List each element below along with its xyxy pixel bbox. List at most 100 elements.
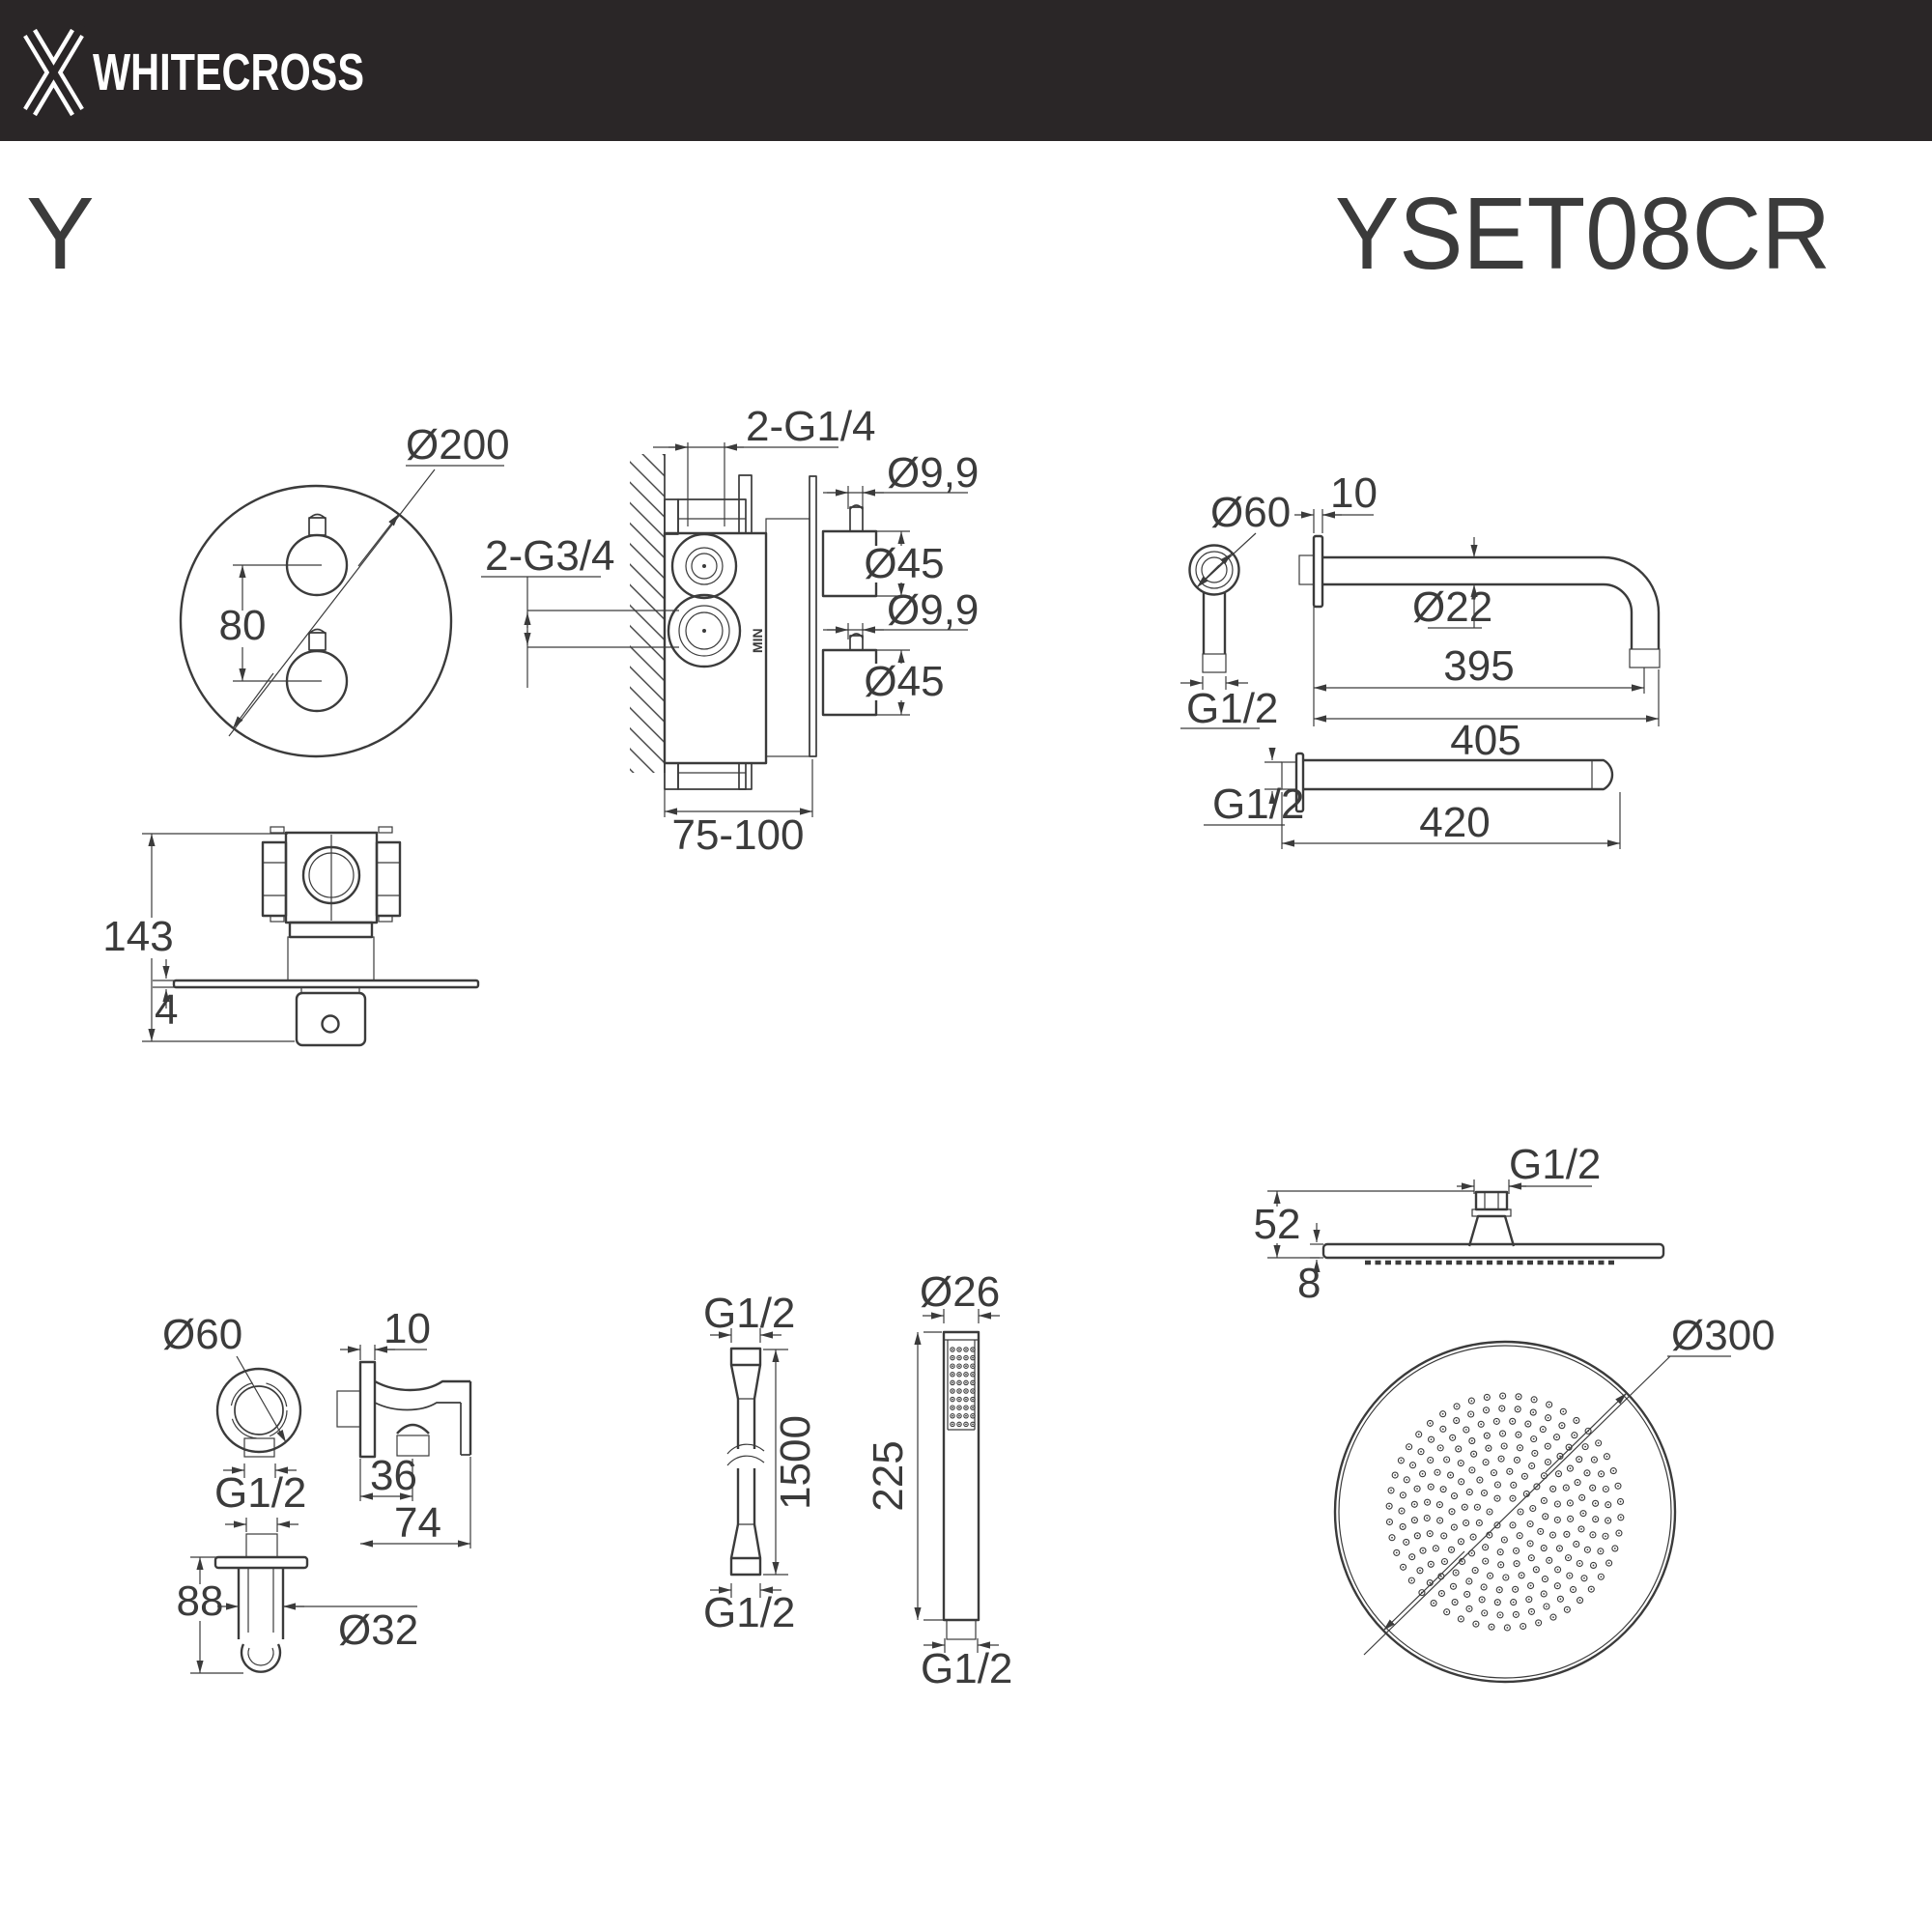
- head-face-nozzles-circle: [1430, 1600, 1437, 1607]
- head-face-nozzles-circle: [1468, 1437, 1476, 1445]
- dim-handshower-thread: G1/2: [921, 1645, 1012, 1692]
- head-face-nozzles-circle: [1529, 1522, 1532, 1525]
- valve-front-view-rect: [288, 921, 374, 939]
- head-face-nozzles-circle: [1495, 1586, 1503, 1594]
- head-face-nozzles-circle: [1463, 1519, 1470, 1527]
- head-face-nozzles-circle: [1480, 1489, 1489, 1497]
- dim-outlet-flange-dia: Ø60: [162, 1311, 242, 1358]
- head-face-nozzles-circle: [1554, 1470, 1563, 1478]
- head-face-nozzles-circle: [1443, 1456, 1451, 1463]
- head-face-nozzles-circle: [1451, 1510, 1453, 1513]
- head-face-nozzles-circle: [1577, 1458, 1580, 1461]
- head-face-nozzles-circle: [1615, 1529, 1623, 1537]
- head-face-nozzles-circle: [1513, 1456, 1520, 1463]
- head-face-nozzles-circle: [1600, 1576, 1603, 1578]
- head-face-nozzles-circle: [1549, 1485, 1557, 1492]
- valve-side-view-circle: [685, 611, 724, 650]
- head-face-nozzles-circle: [1576, 1456, 1583, 1463]
- head-face-nozzles-circle: [1486, 1435, 1489, 1437]
- head-face-nozzles-circle: [1543, 1603, 1550, 1610]
- head-face-nozzles-circle: [1439, 1446, 1442, 1449]
- valve-side-view-rect: [677, 762, 747, 790]
- valve-front-view-rect: [261, 840, 288, 918]
- head-face-nozzles-circle: [1554, 1566, 1562, 1574]
- handshower-nozzles-circle: [963, 1405, 969, 1410]
- head-face-nozzles-circle: [1486, 1396, 1489, 1399]
- head-face-nozzles-circle: [1439, 1410, 1447, 1418]
- head-face-nozzles-circle: [1592, 1499, 1600, 1507]
- dim-head-diameter: Ø300: [1671, 1312, 1776, 1359]
- header-banner: WHITECROSS: [0, 0, 1932, 141]
- head-face-nozzles-circle: [1589, 1561, 1598, 1570]
- head-face-nozzles-circle: [1561, 1424, 1563, 1427]
- head-face-nozzles-circle: [1499, 1392, 1507, 1400]
- outlet-side-plate: [358, 1360, 377, 1459]
- dim-plate-thickness: 4: [155, 986, 178, 1034]
- wall-outlet-rect: [336, 1390, 361, 1428]
- head-face-nozzles-circle: [1540, 1545, 1548, 1552]
- head-face-nozzles-circle: [1526, 1423, 1529, 1425]
- head-face-nozzles-circle: [1512, 1601, 1515, 1604]
- head-face-nozzles-circle: [1540, 1590, 1548, 1598]
- head-face-nozzles-circle: [1482, 1459, 1490, 1466]
- head-face-view-line: [1382, 1550, 1465, 1632]
- head-face-nozzles-circle: [1455, 1419, 1458, 1422]
- dim-head-thread: G1/2: [1509, 1141, 1601, 1188]
- valve-side-view-circle: [685, 547, 724, 585]
- head-face-nozzles-circle: [1449, 1582, 1458, 1590]
- head-face-nozzles-circle: [1472, 1453, 1475, 1456]
- wall-plate-edge: [172, 979, 480, 989]
- head-face-nozzles-circle: [1440, 1557, 1449, 1566]
- head-face-nozzles-circle: [1498, 1405, 1506, 1412]
- head-outline: [1333, 1340, 1677, 1684]
- handshower-nozzles-circle: [952, 1398, 953, 1401]
- head-face-nozzles-circle: [1449, 1474, 1452, 1476]
- model-title: YSET08CR: [1335, 177, 1831, 291]
- head-face-nozzles-circle: [1529, 1584, 1532, 1587]
- handshower-nozzles-circle: [972, 1373, 974, 1376]
- head-face-nozzles-circle: [1575, 1543, 1577, 1546]
- head-face-nozzles-circle: [1597, 1548, 1605, 1555]
- handshower-nozzles-circle: [950, 1421, 955, 1428]
- head-face-nozzles-circle: [1527, 1607, 1536, 1615]
- hose-nut-bottom: [729, 1556, 762, 1577]
- handshower-nozzles-circle: [970, 1388, 976, 1394]
- handshower: Ø26 G1/2 225: [865, 1268, 1012, 1692]
- head-face-nozzles-circle: [1413, 1532, 1421, 1540]
- head-face-nozzles-circle: [1523, 1475, 1526, 1478]
- head-face-nozzles-circle: [1556, 1519, 1559, 1521]
- head-face-nozzles-circle: [1535, 1619, 1543, 1627]
- head-face-nozzles-circle: [1532, 1566, 1540, 1574]
- head-face-nozzles-circle: [1483, 1611, 1486, 1614]
- dim-outlet-offset: 36: [370, 1452, 417, 1499]
- head-face-nozzles-circle: [1566, 1464, 1574, 1472]
- wall-outlet-rect: [178, 1584, 222, 1621]
- head-face-nozzles: [1385, 1392, 1625, 1632]
- upper-knob-stem: [308, 517, 327, 536]
- knurled-sleeve: [765, 518, 810, 757]
- head-face-nozzles-circle: [1413, 1503, 1416, 1506]
- head-face-nozzles-circle: [1510, 1481, 1518, 1489]
- dim-depth-range: 75-100: [671, 811, 804, 859]
- head-face-nozzles-circle: [1576, 1559, 1583, 1568]
- head-face-nozzles-circle: [1410, 1579, 1413, 1582]
- head-face-nozzles-circle: [1578, 1562, 1581, 1565]
- head-face-nozzles-circle: [1530, 1435, 1538, 1443]
- head-face-nozzles-circle: [1475, 1623, 1477, 1626]
- head-face-nozzles-circle: [1543, 1499, 1546, 1502]
- handshower-nozzles-circle: [952, 1406, 953, 1409]
- handshower-nozzles-circle: [972, 1406, 974, 1409]
- whitecross-x-icon: [21, 23, 86, 122]
- head-face-nozzles-circle: [1569, 1585, 1577, 1594]
- head-face-nozzles-circle: [1572, 1588, 1575, 1591]
- dim-trim-dia-top: Ø45: [864, 540, 944, 587]
- handshower-nozzles-circle: [965, 1398, 967, 1401]
- head-face-nozzles-circle: [1410, 1555, 1413, 1558]
- hose-nut-top: [729, 1347, 762, 1367]
- dim-outlet-plate-thickness: 10: [384, 1305, 431, 1352]
- head-face-nozzles-circle: [1442, 1488, 1445, 1491]
- head-face-nozzles-circle: [1484, 1560, 1487, 1563]
- head-face-nozzles-circle: [1605, 1501, 1612, 1509]
- head-face-nozzles-circle: [1529, 1542, 1532, 1545]
